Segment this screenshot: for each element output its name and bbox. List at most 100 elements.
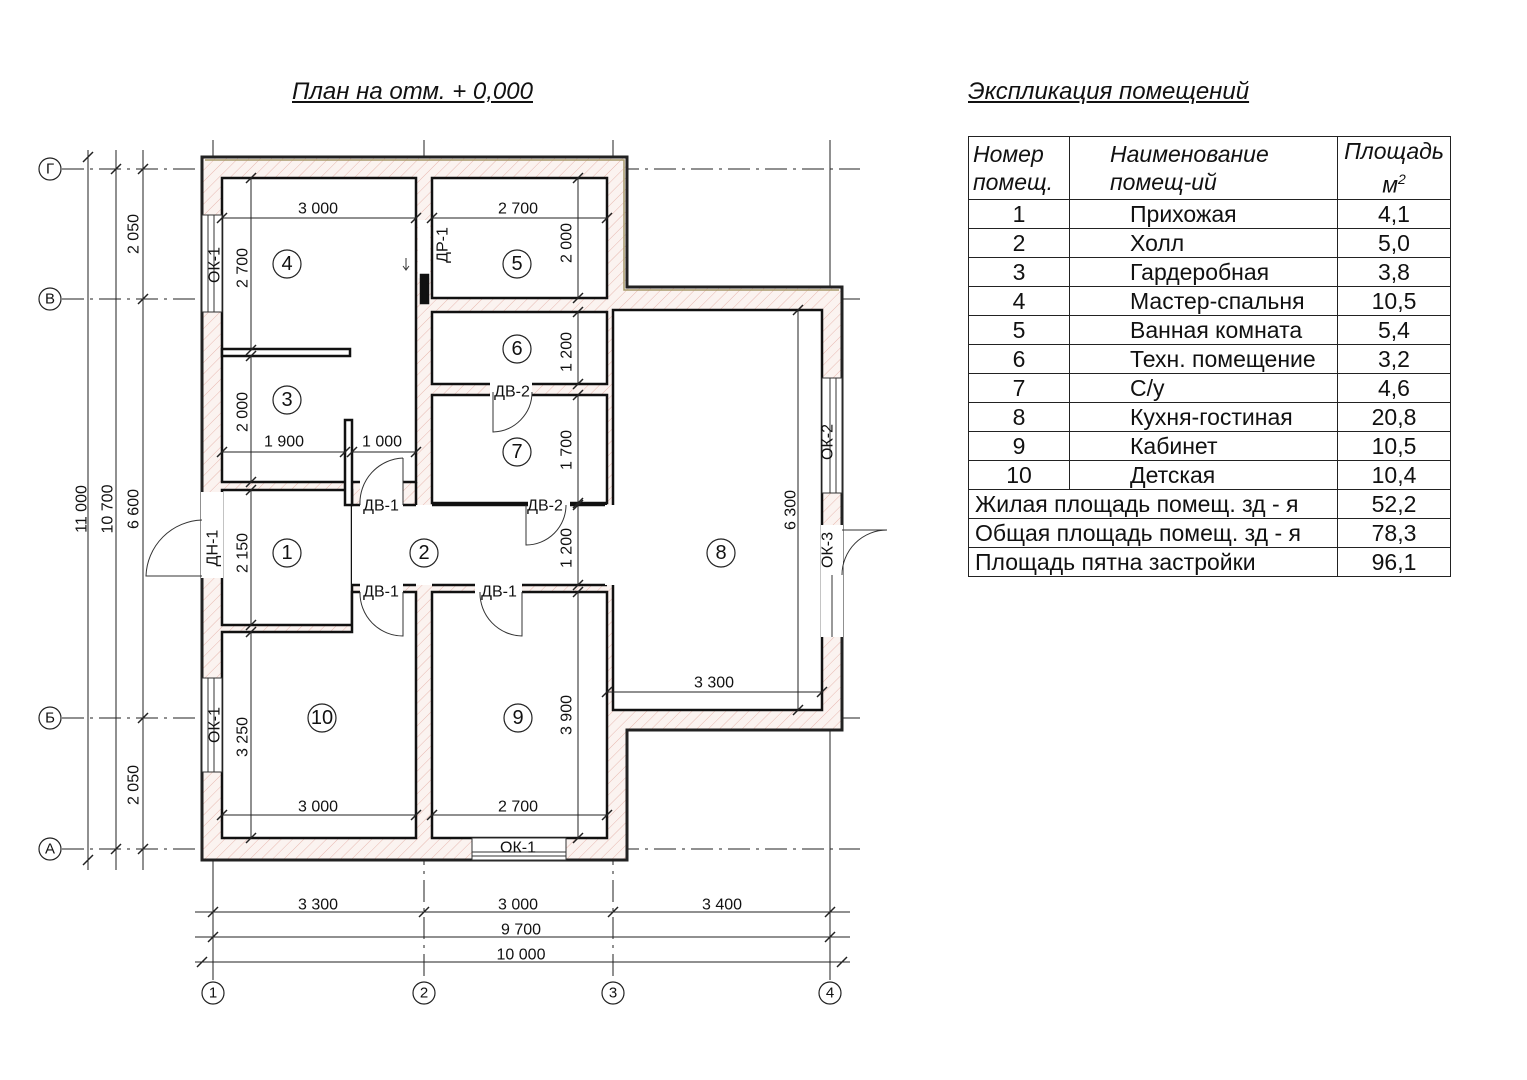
room-number: 6: [968, 343, 1070, 374]
total-label: Общая площадь помещ. зд - я: [968, 517, 1338, 548]
room-area: 20,8: [1337, 401, 1451, 432]
total-area: 52,2: [1337, 488, 1451, 519]
dimension-label: 3 300: [694, 675, 734, 692]
header-area-1: Площадь: [1344, 138, 1444, 164]
axis-row-label: В: [45, 291, 55, 308]
room-number-bubble-circle: [272, 249, 302, 279]
axis-col-label-circle: [818, 981, 842, 1005]
total-label: Жилая площадь помещ. зд - я: [968, 488, 1338, 519]
room-area: 10,5: [1337, 430, 1451, 461]
room-number: 2: [968, 227, 1070, 258]
room-name: Детская: [1069, 459, 1338, 490]
dimension-label: 6 600: [126, 489, 143, 529]
header-number-1: Номер: [973, 140, 1044, 167]
dimension-label: 11 000: [74, 485, 91, 533]
opening-label: ОК-2: [820, 424, 837, 460]
room-number: 7: [968, 372, 1070, 403]
room-5: [430, 176, 609, 300]
dimension-label: 2 000: [235, 392, 252, 432]
opening-label: ОК-3: [820, 532, 837, 568]
table-title: Экспликация помещений: [968, 78, 1250, 105]
room-name: Кухня-гостиная: [1069, 401, 1338, 432]
header-name-1: Наименование: [1110, 140, 1269, 167]
room-area: 10,5: [1337, 285, 1451, 316]
room-number-bubble: 10: [311, 707, 333, 729]
axis-col-label: 2: [420, 985, 428, 1002]
room-number: 5: [968, 314, 1070, 345]
room-name: Прихожая: [1069, 198, 1338, 229]
dimension-label: 2 700: [498, 799, 538, 816]
axis-row-label-circle: [38, 706, 62, 730]
room-8: [611, 308, 824, 712]
header-name-2: помещ-ий: [1110, 168, 1217, 195]
dimension-label: 10 700: [100, 484, 117, 533]
opening-label: ДВ-2: [527, 498, 563, 515]
dimension-label: 2 000: [559, 223, 576, 263]
dimension-label: 3 000: [498, 897, 538, 914]
dimension-label: 10 000: [497, 947, 546, 964]
room-area: 3,2: [1337, 343, 1451, 374]
dimension-label: 1 700: [559, 430, 576, 470]
dimension-label: 3 900: [559, 695, 576, 735]
room-number: 8: [968, 401, 1070, 432]
dimension-label: 6 300: [783, 490, 800, 530]
axis-row-label: А: [45, 841, 55, 858]
dimension-label: 1 000: [362, 434, 402, 451]
axis-row-label-circle: [38, 837, 62, 861]
hall-2: [352, 505, 620, 585]
dimension-label: 1 900: [264, 434, 304, 451]
room-number-bubble-circle: [502, 249, 532, 279]
dimension-label: 2 050: [126, 765, 143, 805]
room-name: Техн. помещение: [1069, 343, 1338, 374]
room-number-bubble: 9: [512, 707, 523, 729]
entrance-door-opening: [201, 492, 223, 578]
window-ok1-bottom: [471, 837, 567, 861]
room-number-bubble-circle: [272, 385, 302, 415]
window-ok1-left-top: [201, 214, 223, 313]
room-number-bubble: 5: [511, 253, 522, 275]
room-number: 10: [968, 459, 1070, 490]
room-area: 5,4: [1337, 314, 1451, 345]
room-name: Гардеробная: [1069, 256, 1338, 287]
total-area: 96,1: [1337, 546, 1451, 577]
room-name: Мастер-спальня: [1069, 285, 1338, 316]
dimension-label: 2 700: [235, 248, 252, 288]
dimension-label: 2 700: [498, 201, 538, 218]
room-name: Кабинет: [1069, 430, 1338, 461]
dimension-label: 2 050: [126, 214, 143, 254]
room-number-bubble: 7: [511, 441, 522, 463]
axis-col-label: 3: [609, 985, 617, 1002]
axis-col-label: 1: [209, 985, 217, 1002]
axis-row-label-circle: [38, 157, 62, 181]
room-number-bubble: 6: [511, 338, 522, 360]
room-area: 5,0: [1337, 227, 1451, 258]
dimension-label: 2 150: [235, 533, 252, 573]
opening-label: ДВ-1: [481, 584, 517, 601]
room-number-bubble-circle: [502, 437, 532, 467]
room-name: С/у: [1069, 372, 1338, 403]
room-number-bubble-circle: [502, 334, 532, 364]
room-number-bubble-circle: [272, 538, 302, 568]
window-ok2: [821, 377, 843, 494]
plan-title: План на отм. + 0,000: [292, 78, 533, 105]
axis-row-label: Б: [45, 710, 55, 727]
header-area-exp: 2: [1397, 171, 1406, 187]
room-number-bubble-circle: [503, 703, 533, 733]
room-number: 4: [968, 285, 1070, 316]
room-area: 10,4: [1337, 459, 1451, 490]
header-number-2: помещ.: [973, 168, 1053, 195]
axis-col-label-circle: [201, 981, 225, 1005]
opening-label: ОК-1: [207, 247, 224, 283]
